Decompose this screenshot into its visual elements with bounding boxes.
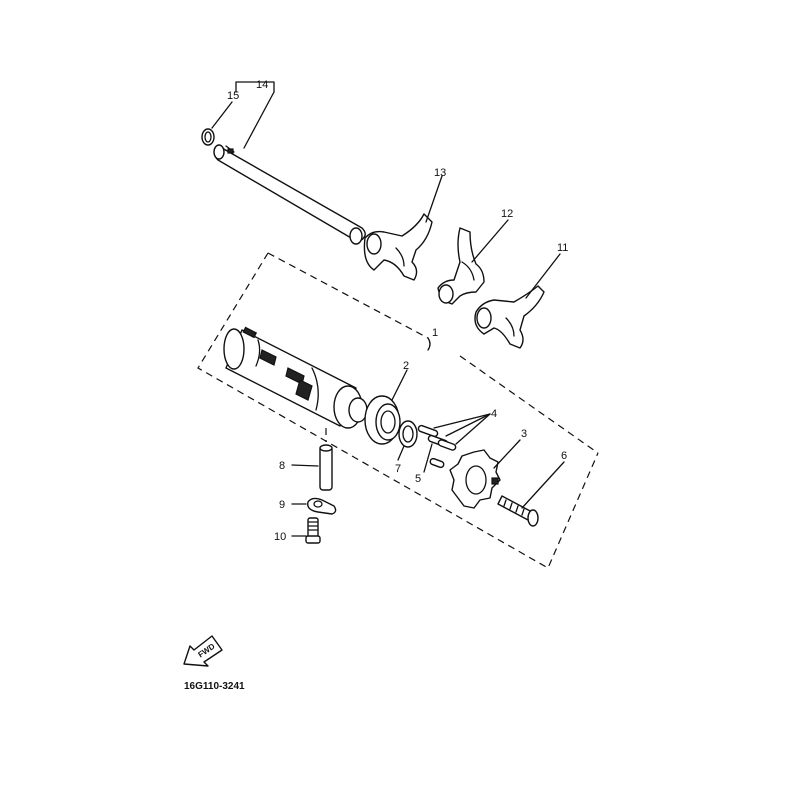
callout-13: 13 <box>434 167 446 179</box>
leader-4c <box>455 413 491 445</box>
leader-14-bracket <box>235 81 275 93</box>
segment <box>398 420 418 448</box>
fwd-arrow-icon: FWD <box>183 635 223 667</box>
callout-1: 1 <box>432 327 438 339</box>
callout-12: 12 <box>501 208 513 220</box>
leader-15 <box>211 101 233 129</box>
shift-shaft <box>213 144 366 245</box>
leader-13 <box>425 175 443 223</box>
leader-3 <box>493 439 521 469</box>
leader-5 <box>423 443 433 473</box>
leader-7 <box>397 445 405 461</box>
callout-5: 5 <box>415 473 421 485</box>
callout-3: 3 <box>521 428 527 440</box>
callout-10: 10 <box>274 531 286 543</box>
leader-6 <box>521 461 565 509</box>
diagram-code: 16G110-3241 <box>184 681 245 692</box>
callout-7: 7 <box>395 463 401 475</box>
shift-fork-12 <box>437 227 485 305</box>
shift-fork-11 <box>474 285 545 349</box>
pins <box>417 424 457 469</box>
shift-fork-13 <box>363 213 433 281</box>
screw <box>497 495 539 527</box>
shift-drum <box>223 326 368 429</box>
leader-14 <box>243 91 275 149</box>
leader-4b <box>445 413 491 437</box>
plate <box>307 497 337 515</box>
circlip <box>201 128 215 146</box>
assembly-boundary <box>197 252 599 569</box>
leader-12 <box>471 219 509 263</box>
small-screw <box>305 517 321 544</box>
bearing <box>364 395 401 445</box>
leader-8 <box>291 464 319 467</box>
leader-2 <box>391 369 408 401</box>
callout-11: 11 <box>557 242 568 254</box>
callout-14: 14 <box>256 79 268 91</box>
callout-9: 9 <box>279 499 285 511</box>
leader-4a <box>433 413 491 429</box>
callout-6: 6 <box>561 450 567 462</box>
callout-15: 15 <box>227 90 239 102</box>
stopper-plate <box>449 449 501 509</box>
callout-4: 4 <box>491 408 497 420</box>
dowel-pin <box>319 444 333 491</box>
callout-8: 8 <box>279 460 285 472</box>
callout-2: 2 <box>403 360 409 372</box>
leader-11 <box>525 253 561 299</box>
leader-1 <box>427 337 431 351</box>
